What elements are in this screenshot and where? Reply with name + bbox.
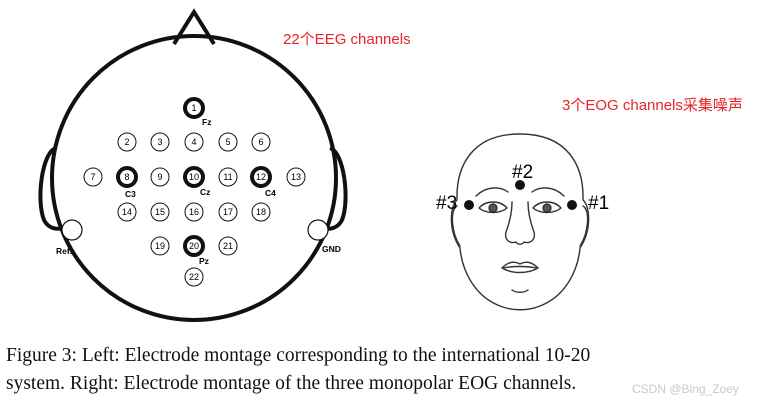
right-pupil xyxy=(542,203,552,213)
watermark: CSDN @Bing_Zoey xyxy=(632,382,739,396)
mouth xyxy=(501,261,539,274)
electrode-number-1: 1 xyxy=(191,103,196,113)
electrode-number-18: 18 xyxy=(256,207,266,217)
left-ear xyxy=(38,146,63,231)
eog-label-3: #3 xyxy=(436,193,457,214)
electrode-14 xyxy=(117,202,137,222)
eog-annotation: 3个EOG channels采集噪声 xyxy=(562,96,743,114)
electrode-16 xyxy=(184,202,204,222)
electrode-6 xyxy=(251,132,271,152)
electrode-label-cz: Cz xyxy=(200,187,210,197)
electrode-22 xyxy=(184,267,204,287)
ref-electrode xyxy=(61,219,83,241)
ref-label: Ref. xyxy=(56,246,72,256)
electrode-number-4: 4 xyxy=(191,137,196,147)
electrode-number-7: 7 xyxy=(90,172,95,182)
eog-label-1: #1 xyxy=(588,193,609,214)
gnd-label: GND xyxy=(322,244,341,254)
gnd-electrode xyxy=(307,219,329,241)
electrode-number-12: 12 xyxy=(256,172,266,182)
caption-line-1: Figure 3: Left: Electrode montage corres… xyxy=(6,345,591,366)
face-left-ear xyxy=(451,205,461,247)
electrode-17 xyxy=(218,202,238,222)
electrode-number-20: 20 xyxy=(189,241,199,251)
electrode-number-11: 11 xyxy=(223,172,232,182)
electrode-7 xyxy=(83,167,103,187)
figure-caption: Figure 3: Left: Electrode montage corres… xyxy=(6,342,776,398)
electrode-label-c3: C3 xyxy=(125,189,136,199)
caption-line-2: system. Right: Electrode montage of the … xyxy=(6,373,577,394)
electrode-4 xyxy=(184,132,204,152)
mouth-line xyxy=(503,265,537,269)
eeg-annotation: 22个EEG channels xyxy=(283,31,411,48)
left-pupil xyxy=(488,203,498,213)
electrode-number-16: 16 xyxy=(189,207,199,217)
electrode-number-8: 8 xyxy=(124,172,129,182)
left-eye xyxy=(478,201,508,214)
electrode-12 xyxy=(250,166,272,188)
electrode-label-pz: Pz xyxy=(199,256,209,266)
right-brow xyxy=(531,187,565,197)
electrode-20 xyxy=(183,235,205,257)
head-outline xyxy=(50,34,338,322)
eog-electrode-3 xyxy=(464,200,474,210)
face-nose xyxy=(504,201,536,245)
electrode-21 xyxy=(218,236,238,256)
face-right-ear xyxy=(579,205,589,247)
right-ear xyxy=(323,146,348,231)
electrode-9 xyxy=(150,167,170,187)
electrode-number-9: 9 xyxy=(157,172,162,182)
electrode-label-c4: C4 xyxy=(265,188,276,198)
figure-canvas: 22个EEG channels 3个EOG channels采集噪声 Ref. … xyxy=(38,8,743,322)
electrode-number-13: 13 xyxy=(291,172,301,182)
eog-electrode-2 xyxy=(515,180,525,190)
electrode-number-2: 2 xyxy=(124,137,129,147)
face-outline xyxy=(450,133,590,311)
chin-line xyxy=(511,289,529,293)
electrode-18 xyxy=(251,202,271,222)
electrode-15 xyxy=(150,202,170,222)
electrode-3 xyxy=(150,132,170,152)
electrode-8 xyxy=(116,166,138,188)
electrode-number-17: 17 xyxy=(223,207,233,217)
electrode-number-14: 14 xyxy=(122,207,132,217)
electrode-13 xyxy=(286,167,306,187)
electrode-number-5: 5 xyxy=(225,137,230,147)
eog-label-2: #2 xyxy=(512,162,533,183)
electrode-10 xyxy=(183,166,205,188)
nose-triangle xyxy=(172,8,216,46)
face-diagram xyxy=(450,133,590,311)
electrode-number-15: 15 xyxy=(155,207,165,217)
left-brow xyxy=(475,187,509,197)
electrode-number-3: 3 xyxy=(157,137,162,147)
electrode-number-10: 10 xyxy=(189,172,199,182)
electrode-19 xyxy=(150,236,170,256)
eog-electrode-1 xyxy=(567,200,577,210)
electrode-number-6: 6 xyxy=(258,137,263,147)
electrode-5 xyxy=(218,132,238,152)
electrode-11 xyxy=(218,167,238,187)
electrode-2 xyxy=(117,132,137,152)
right-eye xyxy=(532,201,562,214)
electrode-1 xyxy=(183,97,205,119)
electrode-number-19: 19 xyxy=(155,241,165,251)
electrode-number-21: 21 xyxy=(223,241,233,251)
electrode-label-fz: Fz xyxy=(202,117,211,127)
electrode-number-22: 22 xyxy=(189,272,199,282)
